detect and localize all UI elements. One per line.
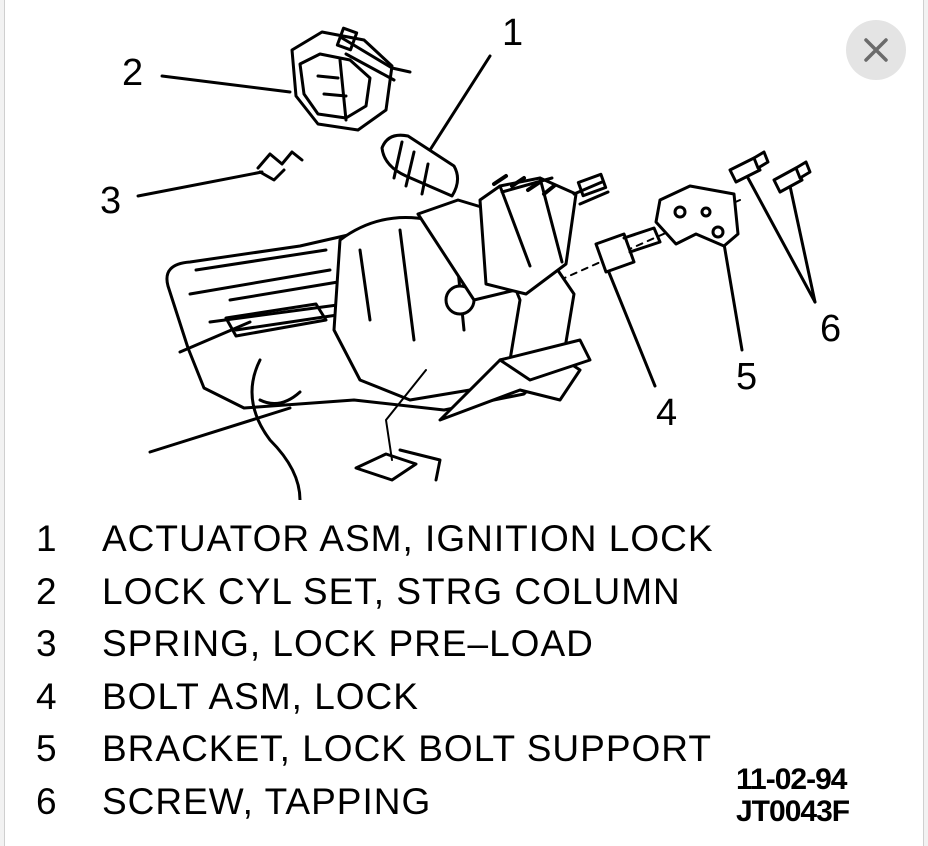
steering-column-diagram [136,26,817,500]
lock-bolt-support-bracket [654,184,740,248]
legend-number: 2 [36,570,58,612]
lock-cylinder-set [290,26,412,132]
figure-id: JT0043F [736,795,850,828]
close-icon [864,38,888,62]
leader-line-5 [720,230,744,352]
steering-column-housing [148,172,610,500]
leader-line-6a [746,176,817,304]
callout-5: 5 [736,356,758,398]
image-viewer-card [4,0,924,846]
leader-line-6b [788,184,817,304]
legend-number: 6 [36,780,58,822]
legend-number: 1 [36,518,58,559]
leader-line-2 [160,74,292,94]
callout-1: 1 [502,12,524,54]
callout-4: 4 [656,392,678,434]
legend-label: BRACKET, LOCK BOLT SUPPORT [102,728,712,769]
legend-label: LOCK CYL SET, STRG COLUMN [102,570,681,612]
tapping-screws [728,150,812,194]
callout-6: 6 [820,308,842,350]
legend-label: BOLT ASM, LOCK [102,675,419,717]
figure-code: 11-02-94 JT0043F [736,763,850,828]
legend-label: SCREW, TAPPING [102,780,432,822]
legend-number: 3 [36,623,58,664]
legend-label: SPRING, LOCK PRE–LOAD [102,623,594,664]
leader-line-4 [606,268,657,388]
lock-bolt-assembly [594,226,662,274]
legend-number: 5 [36,728,58,769]
leader-line-3 [136,170,264,198]
callout-3: 3 [100,180,122,222]
callout-2: 2 [122,52,144,94]
lock-preload-spring [256,150,304,182]
close-button[interactable] [846,20,906,80]
legend-label: ACTUATOR ASM, IGNITION LOCK [102,518,714,559]
leader-line-1 [428,54,492,152]
ignition-lock-actuator [380,133,459,198]
legend-number: 4 [36,675,58,717]
figure-date: 11-02-94 [736,763,847,796]
